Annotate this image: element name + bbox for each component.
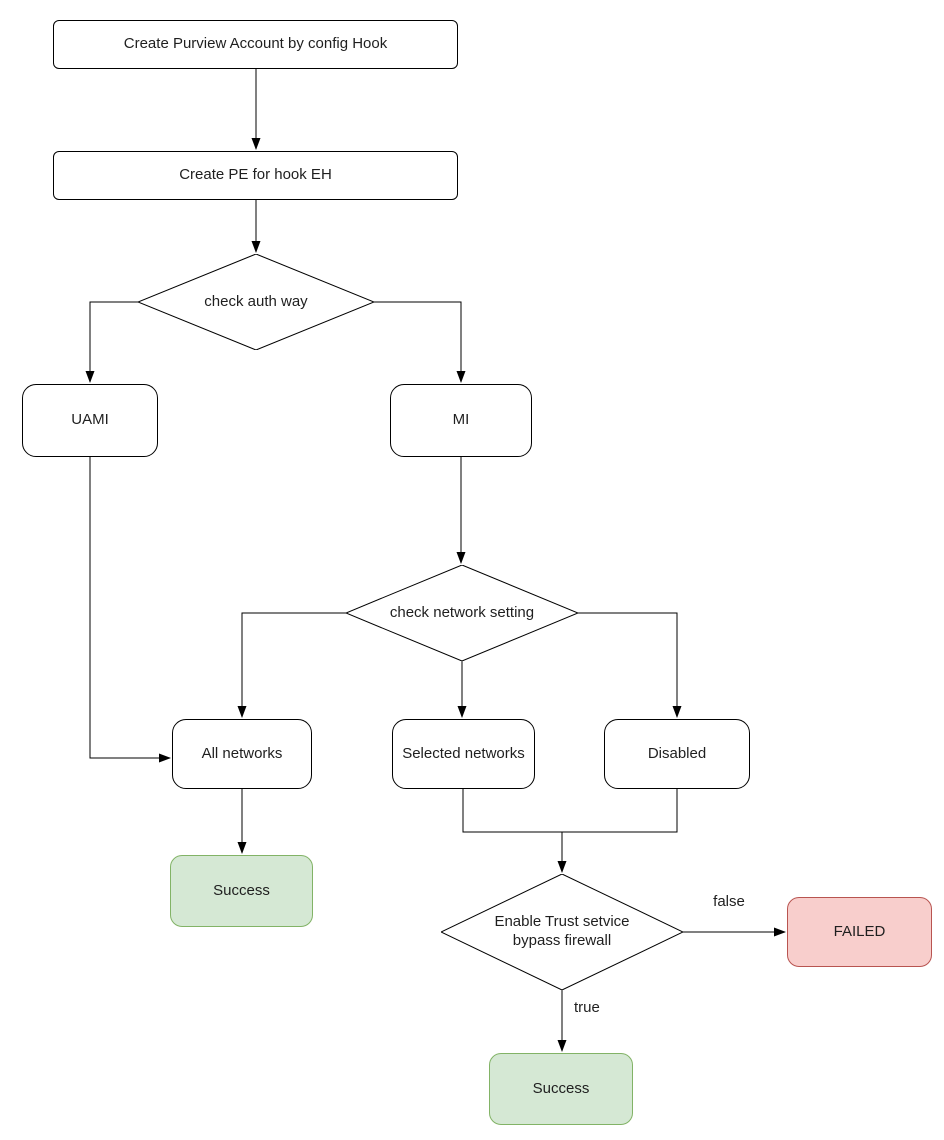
diamond-shape (441, 874, 683, 990)
node-uami[interactable]: UAMI (22, 384, 158, 457)
connector-check-auth-to-uami (85, 301, 138, 383)
node-mi[interactable]: MI (390, 384, 532, 457)
node-uami-label: UAMI (71, 411, 109, 429)
diamond-shape (138, 254, 374, 350)
node-selected-networks[interactable]: Selected networks (392, 719, 535, 789)
node-check-auth[interactable]: check auth way (138, 254, 374, 350)
connector-selected-disabled-merge (462, 789, 678, 833)
node-check-network[interactable]: check network setting (346, 565, 578, 661)
node-selected-networks-label: Selected networks (402, 744, 525, 762)
edge-label-false: false (713, 893, 745, 910)
node-failed-label: FAILED (833, 922, 886, 940)
node-start[interactable]: Create Purview Account by config Hook (53, 20, 458, 69)
node-success-trust-label: Success (532, 1079, 590, 1097)
node-check-auth-label: check auth way (204, 292, 308, 310)
node-disabled-label: Disabled (647, 744, 707, 762)
connector-check-network-to-disabled (578, 612, 682, 718)
node-trust-check-label-line1: Enable Trust setvice (494, 913, 630, 931)
diamond-shape (346, 565, 578, 661)
node-mi-label: MI (452, 411, 470, 429)
node-success-all-networks-label: Success (213, 881, 270, 899)
node-failed[interactable]: FAILED (787, 897, 932, 967)
edge-label-true: true (574, 999, 600, 1016)
node-all-networks[interactable]: All networks (172, 719, 312, 789)
connector-uami-to-all-networks (89, 457, 171, 763)
node-trust-check-label-line2: bypass firewall (512, 932, 612, 949)
node-trust-check[interactable]: Enable Trust setvice bypass firewall (441, 874, 683, 990)
node-check-network-label: check network setting (389, 603, 535, 621)
node-all-networks-label: All networks (201, 744, 283, 762)
connector-check-network-to-all-networks (237, 612, 346, 718)
node-create-pe[interactable]: Create PE for hook EH (53, 151, 458, 200)
node-trust-check-label: Enable Trust setvice bypass firewall (494, 913, 629, 951)
node-create-pe-label: Create PE for hook EH (179, 166, 332, 184)
node-disabled[interactable]: Disabled (604, 719, 750, 789)
node-success-trust[interactable]: Success (489, 1053, 633, 1125)
connector-check-auth-to-mi (374, 301, 466, 383)
node-start-label: Create Purview Account by config Hook (123, 35, 388, 53)
node-success-all-networks[interactable]: Success (170, 855, 313, 927)
